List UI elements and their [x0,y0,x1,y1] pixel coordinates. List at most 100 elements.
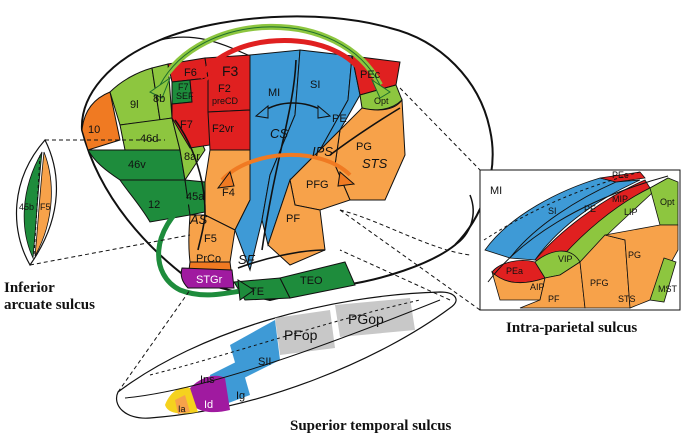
blue-cs-arrowhead-left [254,104,269,119]
label-AS: AS [189,212,208,227]
label-46v: 46v [128,159,146,171]
sylvian-fissure-line [237,249,326,269]
temporal-label-PGop: PGop [348,311,384,327]
area-PG [334,98,406,201]
arcuate-caption-line2: arcuate sulcus [4,297,95,313]
label-PEc: PEc [360,69,381,81]
parietal-area-MST [649,257,677,303]
arcuate-leader-bottom [29,234,191,266]
parietal-label-PEc: PEc [612,170,629,180]
temporal-inset: SII PFop PGop Ins Id Ig Ia Superior temp… [116,249,457,434]
cerebellum-outline [454,194,474,246]
parietal-label-PEa: PEa [506,266,523,276]
label-F7: F7 [180,119,193,131]
label-PrCo: PrCo [196,253,221,265]
parietal-label-PG: PG [628,250,641,260]
temporal-dashed-line [149,299,421,376]
parietal-label-AIP: AIP [530,282,545,292]
arcuate-label-45b: 45b [19,202,34,212]
label-9l: 9l [130,99,139,111]
label-CS: CS [270,126,288,141]
arcuate-caption-line1: Inferior [4,280,55,296]
temporal-caption: Superior temporal sulcus [290,418,452,434]
label-TEO: TEO [300,275,323,287]
parietal-label-MST: MST [658,284,678,294]
central-sulcus-line [261,59,297,251]
temporal-area-PFop [275,310,335,355]
sts-dashed-line [339,209,471,256]
label-Opt: Opt [374,96,389,106]
orange-arc-arrow [220,152,352,182]
orange-arrowhead-left [216,170,235,189]
arcuate-sulcus-line [174,119,206,251]
parietal-label-MI: MI [490,185,502,197]
area-TEO [279,261,356,299]
parietal-label-MIP: MIP [612,194,628,204]
label-MI: MI [268,87,280,99]
label-SI: SI [310,79,320,91]
area-10 [81,91,121,151]
area-STGr [180,267,235,289]
parietal-label-PF: PF [548,294,560,304]
label-F6: F6 [184,67,197,79]
temporal-label-PFop: PFop [284,327,318,343]
parietal-leader-top [399,87,481,171]
area-PF [267,178,326,266]
label-12: 12 [148,199,160,211]
label-SF: SF [238,252,256,267]
arcuate-dashed-line [33,154,41,257]
brain-lateral-view: 10 9l 8b 46d 46v 8ar 45a 12 F6 F7 SEF F7… [80,15,494,302]
dark-green-loop-arrow [156,198,249,298]
temporal-label-Ia: Ia [178,404,186,414]
label-45a: 45a [186,191,205,203]
label-F3: F3 [222,63,239,79]
parietal-area-Opt [649,177,679,226]
parietal-label-VIP: VIP [558,254,573,264]
parietal-leader-bottom [339,209,481,311]
label-STGr: STGr [196,274,223,286]
arcuate-area-F5 [34,151,52,257]
parietal-caption: Intra-parietal sulcus [506,320,637,336]
parietal-label-PE: PE [584,204,596,214]
label-SEF: SEF [176,91,194,101]
green-arrowhead-right [370,78,391,99]
red-arrowhead-left [192,74,212,92]
label-preCD: preCD [212,96,239,106]
arcuate-label-F5: F5 [40,202,51,212]
label-F2vr: F2vr [212,123,234,135]
blue-cs-arrowhead-right [317,104,332,119]
green-arrowhead-left [149,76,172,99]
red-arrowhead-right [356,74,372,92]
temporal-area-PGop [335,298,415,337]
arcuate-inset: 45b F5 Inferior arcuate sulcus [4,138,191,313]
label-F5: F5 [204,233,217,245]
parietal-inset: MI SI PE PEc MIP LIP Opt VIP PEa AIP PG … [339,87,681,336]
label-F7-sef-top: F7 [178,82,189,92]
label-TE: TE [250,286,264,298]
parietal-label-PFG: PFG [590,278,609,288]
label-PE: PE [332,113,347,125]
area-12 [119,179,191,223]
temporal-area-SII [230,320,280,380]
label-STS: STS [362,156,388,171]
label-8ar: 8ar [184,151,200,163]
parietal-label-STS: STS [618,294,636,304]
intraparietal-sulcus-line [329,107,401,156]
parietal-label-LIP: LIP [624,207,638,217]
temporal-sulcus-line [124,299,441,399]
parietal-label-Opt: Opt [660,197,675,207]
parietal-sulcus-outline [487,175,669,283]
temporal-label-Id: Id [204,399,213,411]
label-F4: F4 [222,187,235,199]
green-arc-arrow-outline [159,26,381,86]
temporal-label-SII: SII [258,356,271,368]
label-F2: F2 [218,83,231,95]
parietal-area-PE [509,179,641,261]
label-46d: 46d [140,133,158,145]
label-PFG: PFG [306,179,329,191]
orange-arrowhead-right [337,171,356,187]
temporal-leader-right [339,249,451,301]
label-10: 10 [88,124,100,136]
temporal-label-Ig: Ig [236,390,245,402]
